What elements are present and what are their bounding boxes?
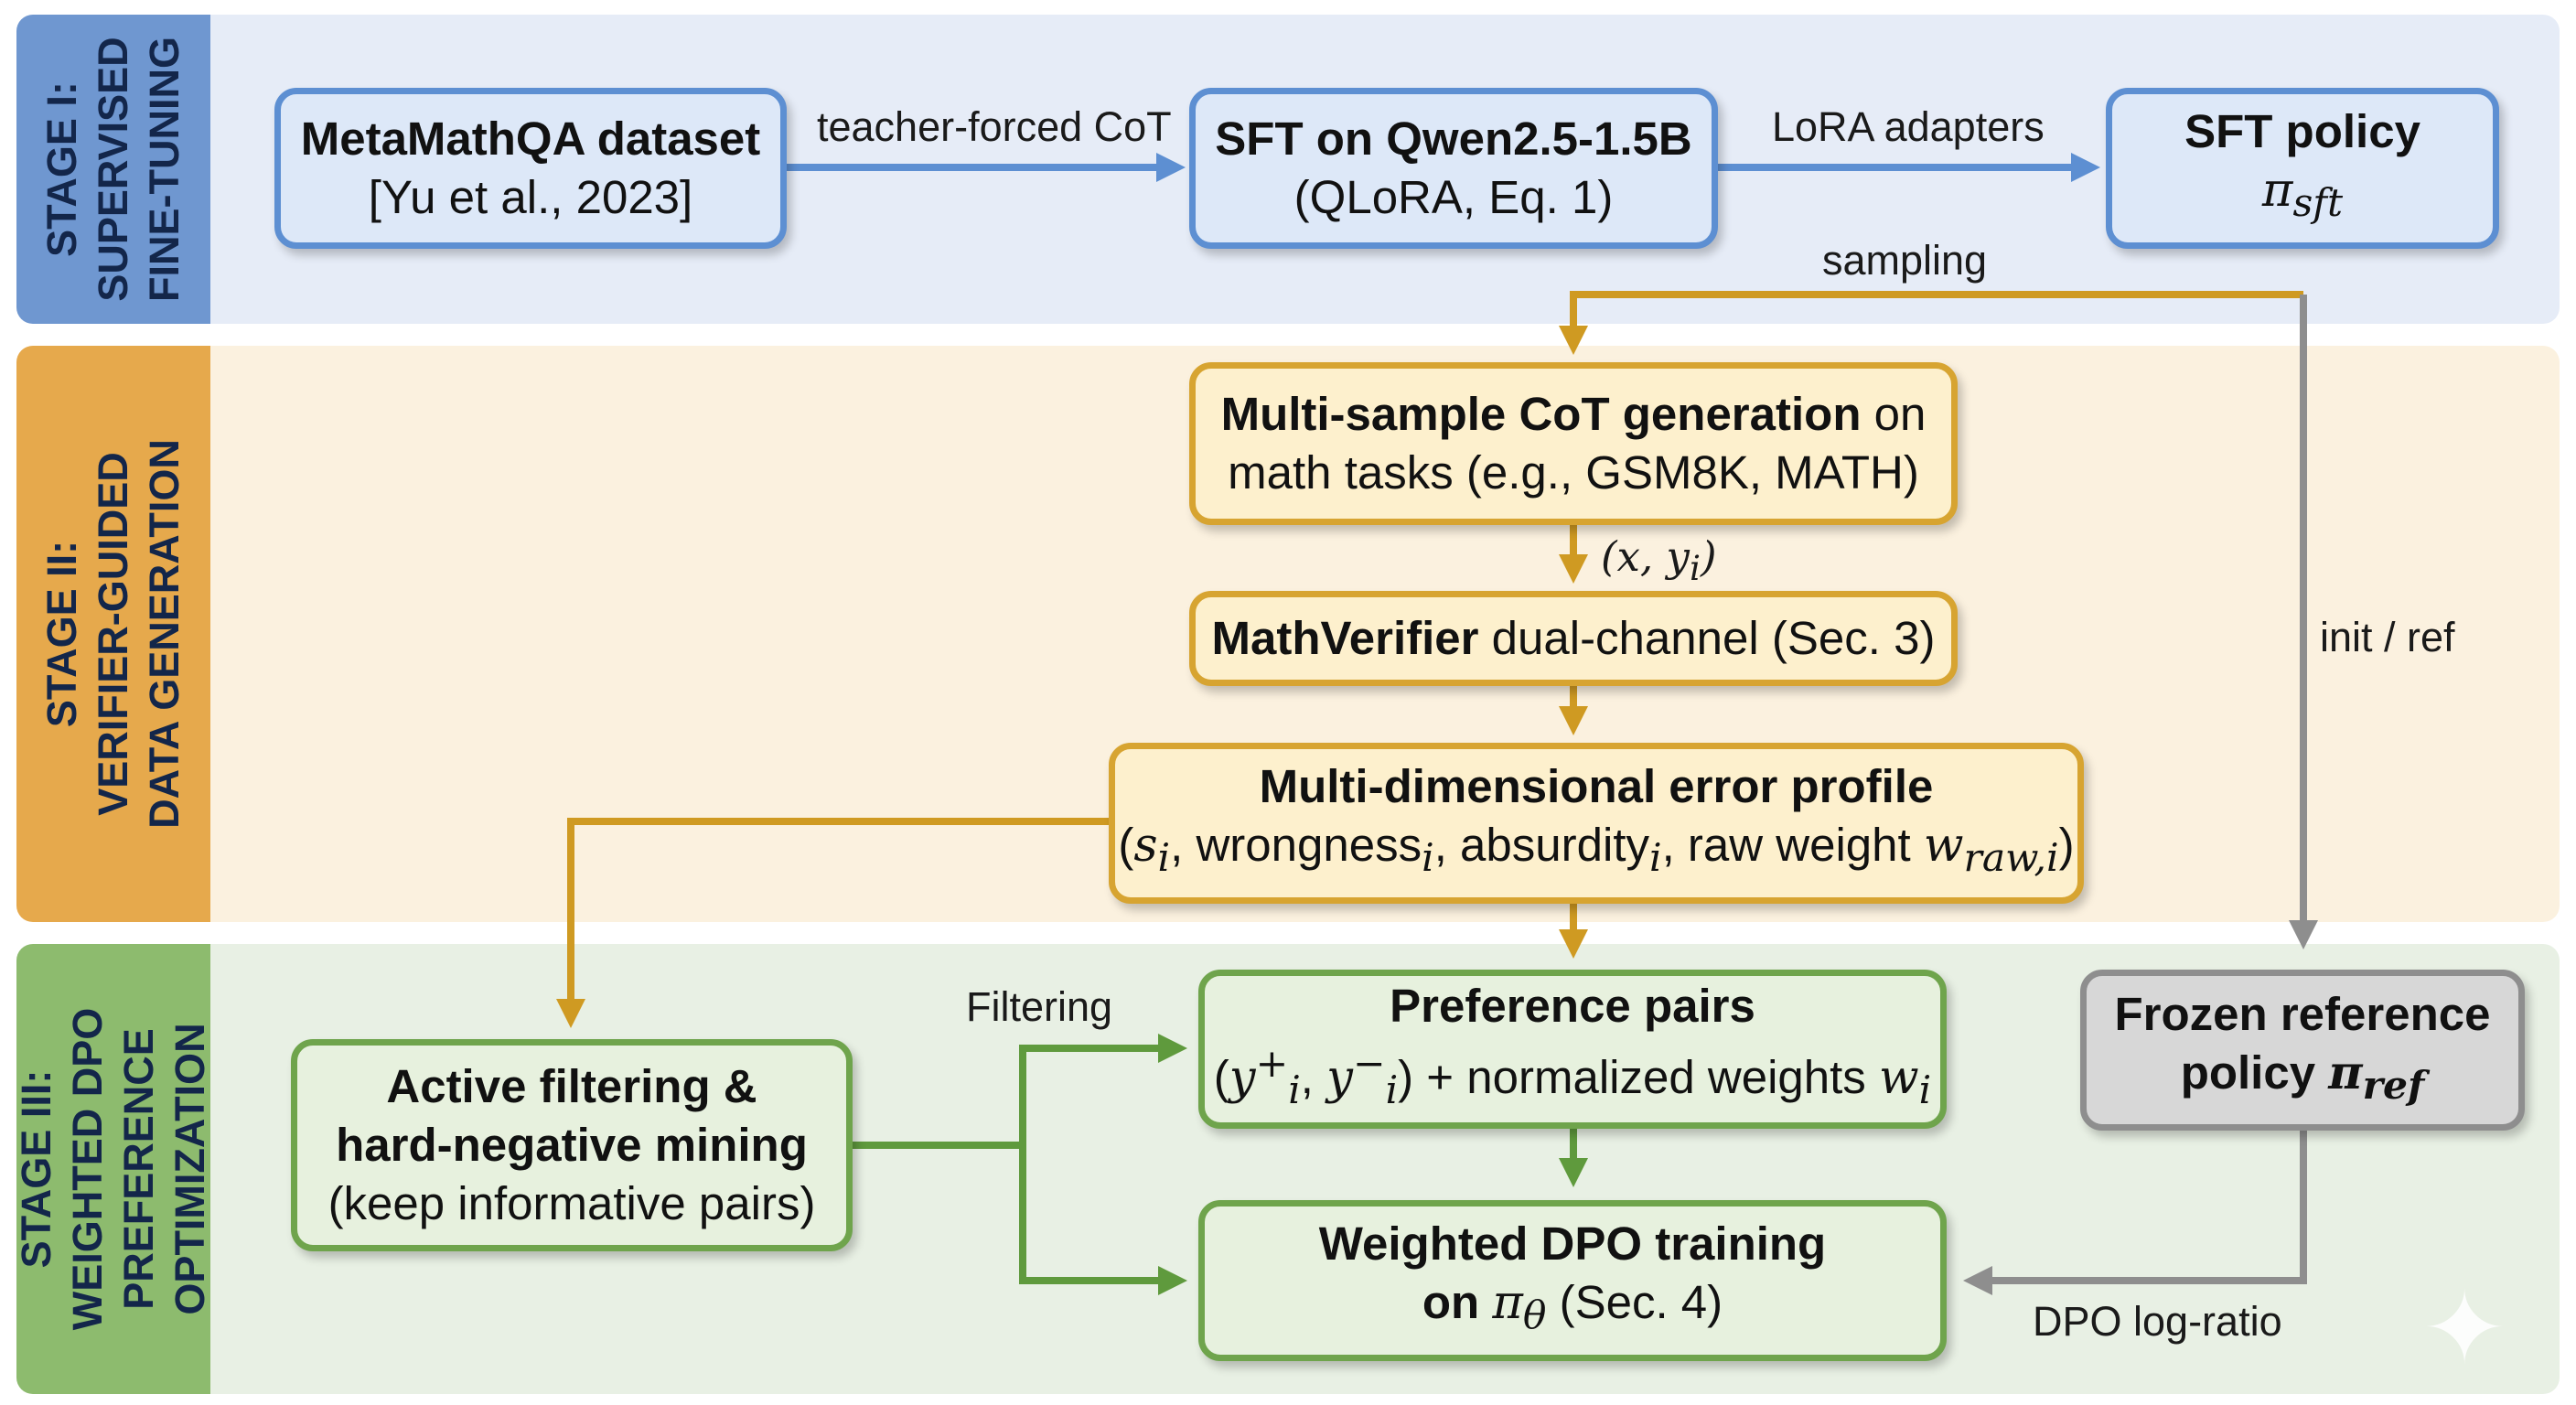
stage-1-label: STAGE I: SUPERVISED FINE-TUNING — [16, 15, 210, 324]
w-var: w — [1878, 1051, 1919, 1106]
frozen-reference-node: Frozen reference policy πref — [2080, 970, 2525, 1131]
error-profile-title: Multi-dimensional error profile — [1259, 760, 1934, 813]
metamath-title: MetaMathQA dataset — [300, 113, 761, 165]
y-plus-subscript: i — [1288, 1068, 1301, 1114]
paren: ( — [1213, 1051, 1229, 1104]
sft-subtitle: (QLoRA, Eq. 1) — [1293, 171, 1614, 223]
normalized-weights-text: ) + normalized weights — [1398, 1051, 1879, 1104]
comma: , — [1300, 1051, 1327, 1104]
edge-label-x-y: (x, yi) — [1601, 532, 1717, 593]
multisample-line-1: Multi-sample CoT generation on — [1221, 385, 1927, 444]
pi-subscript: θ — [1522, 1293, 1547, 1339]
stage-2-label: STAGE II: VERIFIER-GUIDED DATA GENERATIO… — [16, 346, 210, 922]
sft-qwen-node: SFT on Qwen2.5-1.5B (QLoRA, Eq. 1) — [1189, 88, 1718, 249]
multisample-line-2: math tasks (e.g., GSM8K, MATH) — [1228, 446, 1919, 499]
w-subscript: i — [1918, 1068, 1932, 1114]
weighted-dpo-line-2: on πθ (Sec. 4) — [1422, 1273, 1723, 1346]
arrow-profile-to-filter — [556, 818, 1109, 1028]
multisample-cot-node: Multi-sample CoT generation on math task… — [1189, 362, 1958, 525]
y-minus-subscript: i — [1385, 1068, 1399, 1114]
xy-text: (x, y — [1601, 532, 1690, 581]
sft-policy-title: SFT policy — [2184, 105, 2420, 158]
absurdity-text: , absurdity — [1433, 819, 1649, 872]
arrow-filter-to-wdpo — [1019, 1145, 1187, 1295]
multisample-bold: Multi-sample CoT generation — [1220, 388, 1862, 440]
error-profile-formula: (si, wrongnessi, absurdityi, raw weight … — [1118, 816, 2074, 888]
on-text: on — [1422, 1276, 1493, 1329]
pi-symbol: π — [2328, 1045, 2363, 1100]
y-plus-var: y — [1229, 1051, 1256, 1106]
pi-symbol: π — [1492, 1276, 1523, 1331]
preference-pairs-formula: (y+i, y−i) + normalized weights wi — [1214, 1035, 1931, 1121]
frozen-reference-line-1: Frozen reference — [2114, 987, 2491, 1040]
active-filtering-line-2: hard-negative mining — [336, 1119, 808, 1171]
absurdity-subscript: i — [1649, 836, 1662, 882]
preference-pairs-title: Preference pairs — [1390, 980, 1755, 1033]
metamath-dataset-node: MetaMathQA dataset [Yu et al., 2023] — [274, 88, 787, 249]
arrow-dpo-log-ratio — [1963, 1131, 2307, 1295]
edge-label-filtering: Filtering — [966, 983, 1113, 1030]
edge-label-sampling: sampling — [1822, 237, 1988, 284]
wrongness-subscript: i — [1422, 836, 1434, 882]
sparkle-icon: ✦ — [2422, 1272, 2507, 1385]
active-filtering-node: Active filtering & hard-negative mining … — [291, 1039, 853, 1251]
pi-subscript: sft — [2292, 181, 2344, 227]
policy-text: policy — [2180, 1046, 2329, 1099]
section-ref: (Sec. 4) — [1546, 1276, 1723, 1329]
frozen-reference-line-2: policy πref — [2181, 1044, 2425, 1115]
edge-label-lora: LoRA adapters — [1772, 103, 2045, 150]
y-minus-var: y — [1326, 1051, 1353, 1106]
mathverifier-node: MathVerifier dual-channel (Sec. 3) — [1189, 591, 1958, 686]
s-subscript: i — [1157, 836, 1171, 882]
sft-policy-symbol: πsft — [2262, 161, 2343, 233]
mathverifier-line: MathVerifier dual-channel (Sec. 3) — [1212, 609, 1936, 668]
mathverifier-rest: dual-channel (Sec. 3) — [1478, 612, 1936, 664]
sft-title: SFT on Qwen2.5-1.5B — [1215, 113, 1692, 165]
weighted-dpo-line-1: Weighted DPO training — [1318, 1217, 1827, 1271]
xy-close: ) — [1700, 532, 1717, 581]
sft-policy-node: SFT policy πsft — [2106, 88, 2499, 249]
active-filtering-line-1: Active filtering & — [386, 1060, 757, 1112]
arrow-filter-to-pairs — [1019, 1034, 1187, 1145]
error-profile-node: Multi-dimensional error profile (si, wro… — [1109, 743, 2084, 904]
paren: ( — [1118, 819, 1134, 872]
y-minus-superscript: − — [1352, 1042, 1386, 1088]
w-var: w — [1923, 819, 1964, 874]
raw-weight-text: , raw weight — [1661, 819, 1924, 872]
edge-label-dpo-log-ratio: DPO log-ratio — [2033, 1298, 2282, 1345]
arrow-sampling — [1559, 291, 2303, 355]
pi-subscript: ref — [2362, 1063, 2425, 1110]
wrongness-text: , wrongness — [1170, 819, 1422, 872]
preference-pairs-node: Preference pairs (y+i, y−i) + normalized… — [1198, 970, 1947, 1129]
active-filtering-line-3: (keep informative pairs) — [327, 1177, 816, 1229]
weighted-dpo-node: Weighted DPO training on πθ (Sec. 4) — [1198, 1200, 1947, 1361]
stage-3-label: STAGE III: WEIGHTED DPO PREFERENCE OPTIM… — [13, 944, 213, 1394]
metamath-citation: [Yu et al., 2023] — [368, 171, 693, 223]
multisample-rest: on — [1861, 388, 1927, 440]
xy-subscript: i — [1689, 548, 1701, 588]
paren: ) — [2058, 819, 2075, 872]
edge-label-teacher-forced: teacher-forced CoT — [817, 103, 1172, 150]
pi-symbol: π — [2261, 164, 2293, 219]
edge-label-init-ref: init / ref — [2320, 614, 2455, 660]
w-subscript: raw,i — [1963, 836, 2059, 882]
mathverifier-bold: MathVerifier — [1211, 612, 1479, 664]
s-var: s — [1133, 819, 1158, 874]
y-plus-superscript: + — [1255, 1042, 1289, 1088]
